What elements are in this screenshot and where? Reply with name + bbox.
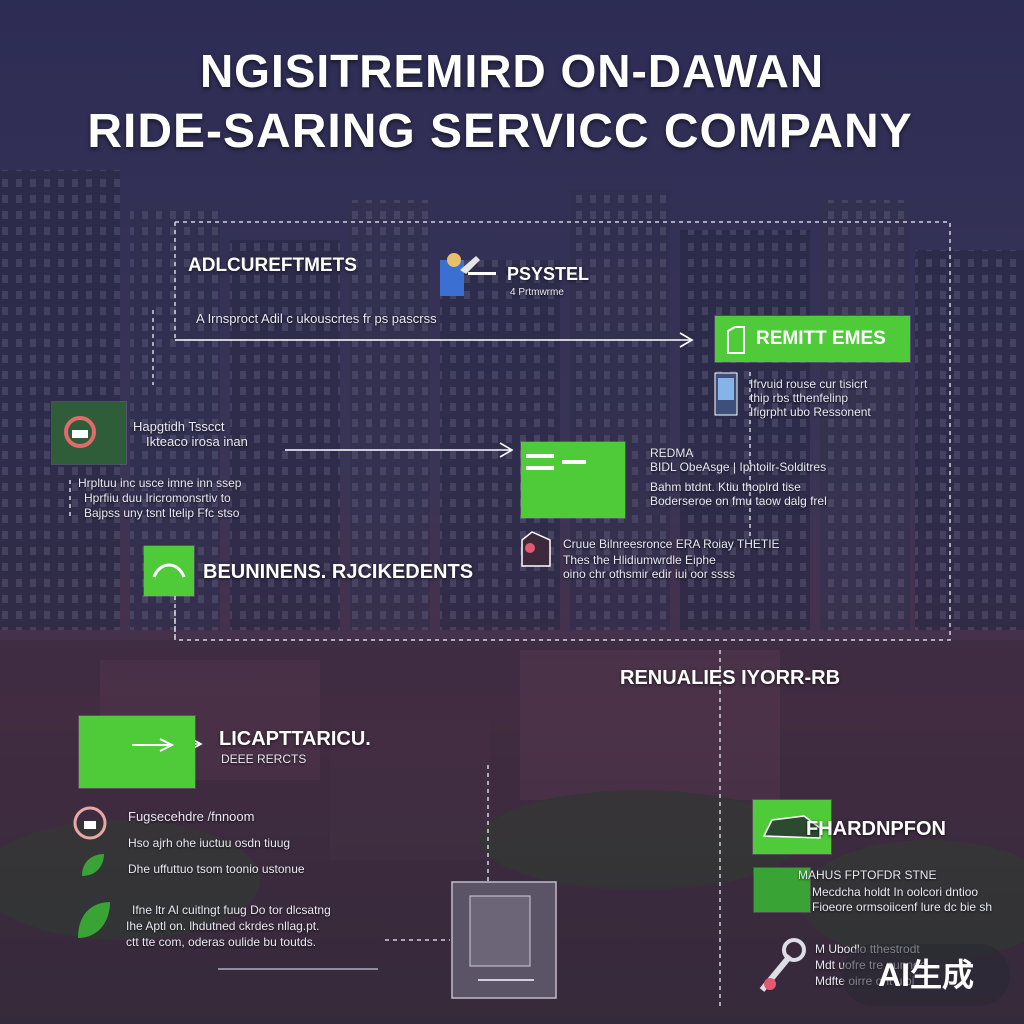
cruue-heading: Cruue Bilnreesronce ERA Roiay THETIE — [563, 537, 780, 551]
remitt-line-3: Ifigrpht ubo Ressonent — [750, 405, 871, 419]
hardnpfon-sub: MAHUS FPTOFDR STNE — [798, 868, 937, 882]
main-title-line-2: RIDE-SARING SERVICC COMPANY — [87, 105, 913, 158]
redma-heading: REDMA — [650, 446, 694, 460]
person-hail-icon — [440, 253, 496, 296]
licapttaricu-line-1: Fugsecehdre /fnnoom — [128, 809, 255, 824]
list-icon — [526, 454, 586, 470]
arrow-head-1 — [679, 332, 694, 348]
beuninens-green-tile — [144, 546, 194, 596]
beuninens-heading: BEUNINENS. RJCIKEDENTS — [203, 561, 474, 583]
adlcureftmets-heading: ADLCUREFTMETS — [188, 255, 357, 276]
hap-line-1: Hrpltuu inc usce imne inn ssep — [78, 476, 242, 490]
licapttaricu-line-2: Hso ajrh ohe iuctuu osdn tiuug — [128, 836, 291, 850]
bottom-left-line-2: Ihe Aptl on. lhdutned ckrdes nllag.pt. — [126, 919, 320, 933]
document-card-icon — [451, 881, 557, 999]
psystel-sub: 4 Prtmwrme — [510, 287, 564, 298]
licapttaricu-line-3: Dhe uffuttuo tsom toonio ustonue — [128, 862, 305, 876]
remitt-line-1: Ifrvuid rouse cur tisicrt — [750, 377, 868, 391]
hardnpfon-line-1: Mecdcha holdt In oolcori dntioo — [812, 885, 979, 899]
bottom-left-line-1: Ifne ltr Al cuitlngt fuug Do tor dlcsatn… — [132, 903, 331, 917]
driver-avatar-icon — [73, 806, 107, 840]
redma-line-1: Bahm btdnt. Ktiu thoplrd tise — [650, 480, 801, 494]
licapttaricu-sub: DEEE RERCTS — [221, 752, 307, 766]
hardnpfon-heading: FHARDNPFON — [806, 818, 946, 840]
handshake-icon — [152, 563, 186, 578]
car-side-icon — [521, 531, 551, 567]
hardnpfon-small-tile — [754, 868, 810, 912]
renualies-heading: RENUALIES IYORR-RB — [620, 667, 841, 689]
remitt-line-2: thip rbs tthenfelinp — [750, 391, 849, 405]
redma-sub: BIDL ObeAsge | Iphtoilr-Solditres — [650, 460, 827, 474]
bottom-left-underline — [218, 968, 378, 970]
route-arrows-icon — [132, 738, 174, 752]
adlcureftmets-text: A Irnsproct Adil c ukouscrtes fr ps pasc… — [196, 311, 437, 326]
cruue-line-2: oino chr othsmir edir iui oor ssss — [563, 567, 736, 581]
licapttaricu-heading: LICAPTTARICU. — [219, 728, 371, 750]
document-icon — [727, 326, 745, 354]
licapttaricu-green-box — [79, 716, 195, 788]
hap-line-3: Bajpss uny tsnt Itelip Ffc stso — [84, 506, 240, 520]
car-front-icon — [64, 416, 96, 448]
leaf-icon-2 — [78, 902, 110, 938]
psystel-heading: PSYSTEL — [507, 264, 590, 284]
phone-screen-icon — [714, 372, 738, 416]
arrow-head-2 — [499, 442, 514, 458]
hap-line-2: Hprfiiu duu Iricromonsrtiv to — [84, 491, 231, 505]
hardnpfon-line-2: Fioeore ormsoiicenf lure dc bie sh — [812, 900, 993, 914]
wrench-icon — [759, 938, 806, 992]
remitt-green-box — [715, 316, 910, 362]
hap-sub: Ikteaco irosa inan — [146, 434, 248, 449]
car-icon — [762, 815, 821, 839]
ai-generated-watermark: AI生成 — [842, 944, 1010, 1006]
remitt-label: REMITT EMES — [756, 328, 886, 349]
hap-heading: Hapgtidh Tsscct — [133, 419, 225, 434]
redma-line-2: Boderseroe on fmu taow dalg frel — [650, 494, 827, 508]
bottom-left-line-3: ctt tte com, oderas oulide bu toutds. — [126, 935, 317, 949]
cruue-line-1: Thes the Hlidiumwrdle Eiphe — [563, 553, 716, 567]
leaf-icon-1 — [82, 854, 104, 876]
main-title-line-1: NGISITREMIRD ON-DAWAN — [199, 45, 825, 97]
